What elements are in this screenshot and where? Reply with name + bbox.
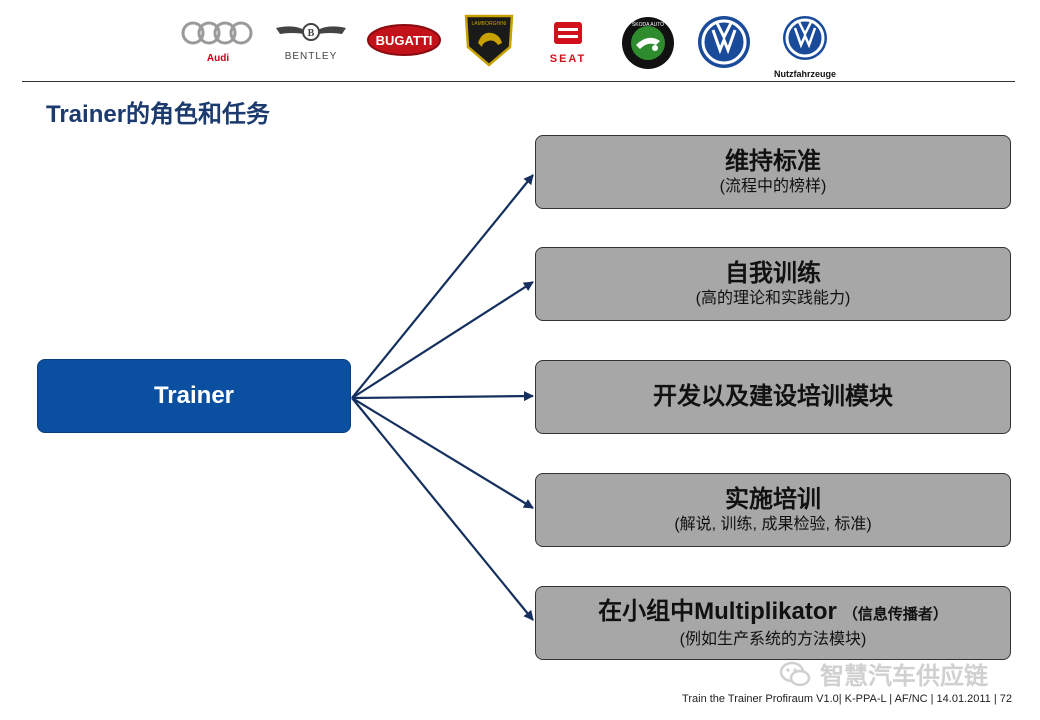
task-subtitle: (流程中的榜样) [719, 178, 827, 195]
slide-footer: Train the Trainer Profiraum V1.0| K-PPA-… [682, 693, 1012, 705]
bentley-logo: B BENTLEY [274, 20, 348, 62]
task-subtitle: (高的理论和实践能力) [695, 290, 851, 307]
task-node-develop-modules: 开发以及建设培训模块 [535, 360, 1011, 434]
bentley-label: BENTLEY [284, 51, 338, 62]
lamborghini-shield-icon: LAMBORGHINI [464, 14, 514, 67]
seat-label: SEAT [549, 53, 587, 65]
task-title: 开发以及建设培训模块 [653, 383, 893, 410]
arrow-to-task-5 [351, 397, 534, 621]
task-node-deliver-training: 实施培训 (解说, 训练, 成果检验, 标准) [535, 473, 1011, 547]
watermark-text: 智慧汽车供应链 [820, 663, 988, 690]
vw-nutzfahrzeuge-label: Nutzfahrzeuge [773, 69, 836, 79]
vw-nutzfahrzeuge-logo: Nutzfahrzeuge [770, 14, 840, 79]
seat-s-icon [554, 22, 582, 44]
audi-rings-icon [181, 21, 253, 45]
task-node-maintain-standards: 维持标准 (流程中的榜样) [535, 135, 1011, 209]
arrow-to-task-1 [351, 174, 534, 399]
skoda-arrow-icon: ŠKODA AUTO [622, 17, 674, 69]
task-subtitle: (解说, 训练, 成果检验, 标准) [674, 516, 872, 533]
skoda-wordmark: ŠKODA AUTO [632, 21, 664, 28]
task-title: 在小组中Multiplikator [598, 597, 837, 625]
task-node-self-training: 自我训练 (高的理论和实践能力) [535, 247, 1011, 321]
vw-commercial-emblem-icon [783, 16, 827, 60]
audi-logo: Audi [180, 20, 256, 64]
wechat-icon [779, 661, 811, 686]
lamborghini-logo: LAMBORGHINI [462, 13, 516, 72]
arrow-to-task-4 [351, 397, 534, 509]
slide-title: Trainer的角色和任务 [46, 101, 271, 128]
task-title: 维持标准 [725, 148, 821, 175]
seat-logo: SEAT [538, 20, 598, 65]
audi-label: Audi [206, 53, 230, 64]
watermark: 智慧汽车供应链 [778, 656, 988, 691]
bugatti-logo: BUGATTI [366, 22, 442, 63]
bugatti-oval-icon: BUGATTI [367, 24, 441, 56]
trainer-node-label: Trainer [153, 382, 235, 409]
header-divider [22, 81, 1015, 82]
bentley-wings-icon: B [276, 23, 346, 41]
task-title: 实施培训 [725, 486, 821, 513]
bugatti-wordmark: BUGATTI [376, 33, 433, 48]
task-note: （信息传播者） [842, 605, 948, 623]
volkswagen-logo [696, 14, 752, 75]
task-node-multiplikator: 在小组中Multiplikator （信息传播者） (例如生产系统的方法模块) [535, 586, 1011, 660]
task-subtitle: (例如生产系统的方法模块) [679, 630, 867, 648]
brand-logo-bar: Audi B BENTLEY BUGATTI LAMBORGHINI [0, 0, 1040, 80]
lamborghini-wordmark: LAMBORGHINI [471, 21, 506, 27]
task-title-line: 在小组中Multiplikator （信息传播者） [598, 597, 948, 630]
task-title: 自我训练 [725, 260, 821, 287]
svg-text:B: B [308, 28, 315, 39]
vw-emblem-icon [698, 16, 750, 68]
trainer-node: Trainer [37, 359, 351, 433]
skoda-logo: ŠKODA AUTO [620, 15, 676, 76]
arrow-to-task-2 [351, 281, 534, 399]
arrow-to-task-3 [351, 391, 534, 402]
